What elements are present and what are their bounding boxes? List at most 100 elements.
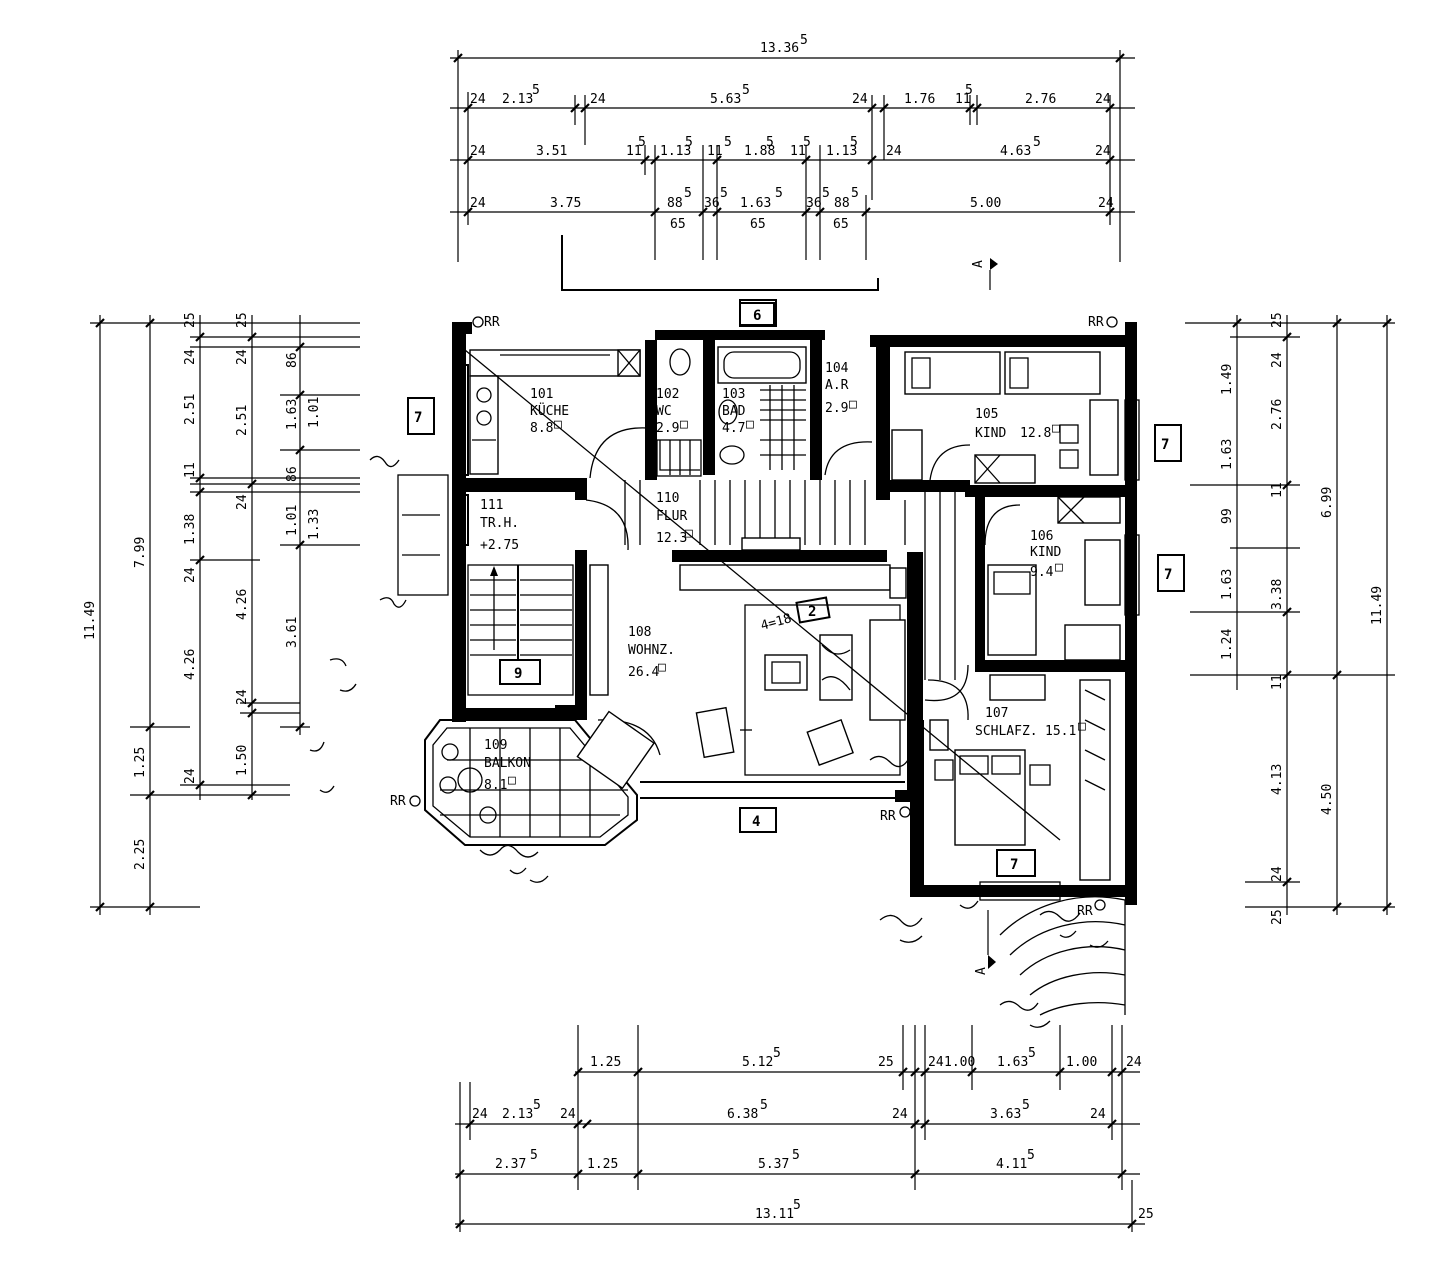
svg-text:1.50: 1.50 [235,745,250,776]
svg-text:5: 5 [638,135,646,150]
svg-text:4: 4 [752,814,760,830]
svg-text:5: 5 [1028,1046,1036,1061]
room-wc: 102 WC 2.9 □ [656,348,702,477]
svg-text:1.76: 1.76 [904,92,935,107]
section-marker-top: A [971,258,998,290]
room-kueche-number: 101 [530,387,553,402]
svg-text:1.38: 1.38 [183,514,198,545]
svg-text:□: □ [1052,421,1060,436]
room-balkon: 109 BALKON 8.1 □ [424,710,655,846]
svg-text:24: 24 [1090,1107,1106,1122]
svg-text:□: □ [680,417,688,432]
svg-text:4.50: 4.50 [1320,784,1335,815]
svg-text:2.51: 2.51 [235,405,250,436]
svg-text:4.11: 4.11 [996,1157,1027,1172]
svg-text:5: 5 [766,135,774,150]
svg-text:3.51: 3.51 [536,144,567,159]
svg-text:1.00: 1.00 [944,1055,975,1070]
svg-text:3.38: 3.38 [1270,579,1285,610]
svg-text:24: 24 [852,92,868,107]
svg-text:5: 5 [1033,135,1041,150]
svg-text:1.63: 1.63 [285,399,300,430]
svg-text:11: 11 [955,92,971,107]
svg-text:24: 24 [590,92,606,107]
room-kind-106: 106 KIND 9.4 □ [984,496,1121,661]
svg-text:5: 5 [742,83,750,98]
svg-text:1.63: 1.63 [1220,439,1235,470]
svg-text:24: 24 [1270,352,1285,368]
svg-text:24: 24 [470,144,486,159]
diagonal-mark [464,349,1061,841]
bottom-dimension-chains: 1.25 5.12 5 25 24 1.00 1.63 5 1.00 24 24… [455,1025,1154,1232]
svg-text:5.63: 5.63 [710,92,741,107]
svg-text:24: 24 [470,92,486,107]
svg-text:A: A [971,260,986,268]
svg-text:4.63: 4.63 [1000,144,1031,159]
room-bad-name: BAD [722,404,746,419]
room-kueche-name: KÜCHE [530,402,569,419]
svg-text:24: 24 [235,349,250,365]
svg-text:25: 25 [1270,312,1285,328]
room-flur-number: 110 [656,491,679,506]
room-balkon-number: 109 [484,738,507,753]
svg-text:2.76: 2.76 [1025,92,1056,107]
svg-text:88: 88 [834,196,850,211]
svg-text:11: 11 [1270,674,1285,690]
svg-text:5: 5 [724,135,732,150]
svg-text:2.76: 2.76 [1270,399,1285,430]
svg-text:24: 24 [1098,196,1114,211]
svg-text:1.13: 1.13 [660,144,691,159]
svg-text:1.63: 1.63 [740,196,771,211]
svg-text:5: 5 [792,1148,800,1163]
svg-text:36: 36 [806,196,822,211]
svg-text:6.38: 6.38 [727,1107,758,1122]
svg-text:2.37: 2.37 [495,1157,526,1172]
svg-text:25: 25 [878,1055,894,1070]
svg-text:□: □ [685,526,693,541]
svg-text:25: 25 [1138,1207,1154,1222]
svg-text:5: 5 [851,186,859,201]
entrance-steps [999,896,1126,1016]
room-kueche-area: 8.8 [530,421,553,436]
svg-text:25: 25 [235,312,250,328]
svg-text:RR: RR [1088,315,1104,330]
svg-text:88: 88 [667,196,683,211]
svg-text:5: 5 [1027,1148,1035,1163]
room-treppenhaus: 111 TR.H. +2.75 [467,498,574,696]
svg-text:5.37: 5.37 [758,1157,789,1172]
svg-text:1.88: 1.88 [744,144,775,159]
svg-text:2.25: 2.25 [133,839,148,870]
svg-text:24: 24 [235,494,250,510]
svg-text:1.63: 1.63 [997,1055,1028,1070]
svg-text:1.25: 1.25 [590,1055,621,1070]
svg-text:RR: RR [1077,904,1093,919]
tag-left-window [407,397,435,435]
walls [452,322,1137,905]
svg-text:5: 5 [684,186,692,201]
room-wc-name: WC [656,404,672,419]
svg-text:24: 24 [1126,1055,1142,1070]
svg-text:5: 5 [822,186,830,201]
svg-text:24: 24 [470,196,486,211]
svg-text:1.63: 1.63 [1220,569,1235,600]
svg-text:24: 24 [892,1107,908,1122]
svg-text:5: 5 [793,1198,801,1213]
room-trh-number: 111 [480,498,503,513]
svg-text:1.01: 1.01 [285,505,300,536]
svg-text:5: 5 [760,1098,768,1113]
svg-text:1.24: 1.24 [1220,629,1235,660]
svg-text:4=18: 4=18 [759,611,793,634]
svg-text:65: 65 [833,217,849,232]
room-kind-106-name: KIND [1030,545,1061,560]
svg-text:4.26: 4.26 [183,649,198,680]
svg-text:5.12: 5.12 [742,1055,773,1070]
svg-text:6.99: 6.99 [1320,487,1335,518]
svg-text:3.75: 3.75 [550,196,581,211]
svg-text:3.61: 3.61 [285,617,300,648]
room-schlafz: 107 SCHLAFZ. 15.1 □ [924,664,1111,881]
room-kind-106-area: 9.4 [1030,565,1054,580]
svg-text:□: □ [1078,719,1086,734]
svg-text:24: 24 [183,768,198,784]
svg-text:24: 24 [183,349,198,365]
room-trh-name: TR.H. [480,516,519,531]
